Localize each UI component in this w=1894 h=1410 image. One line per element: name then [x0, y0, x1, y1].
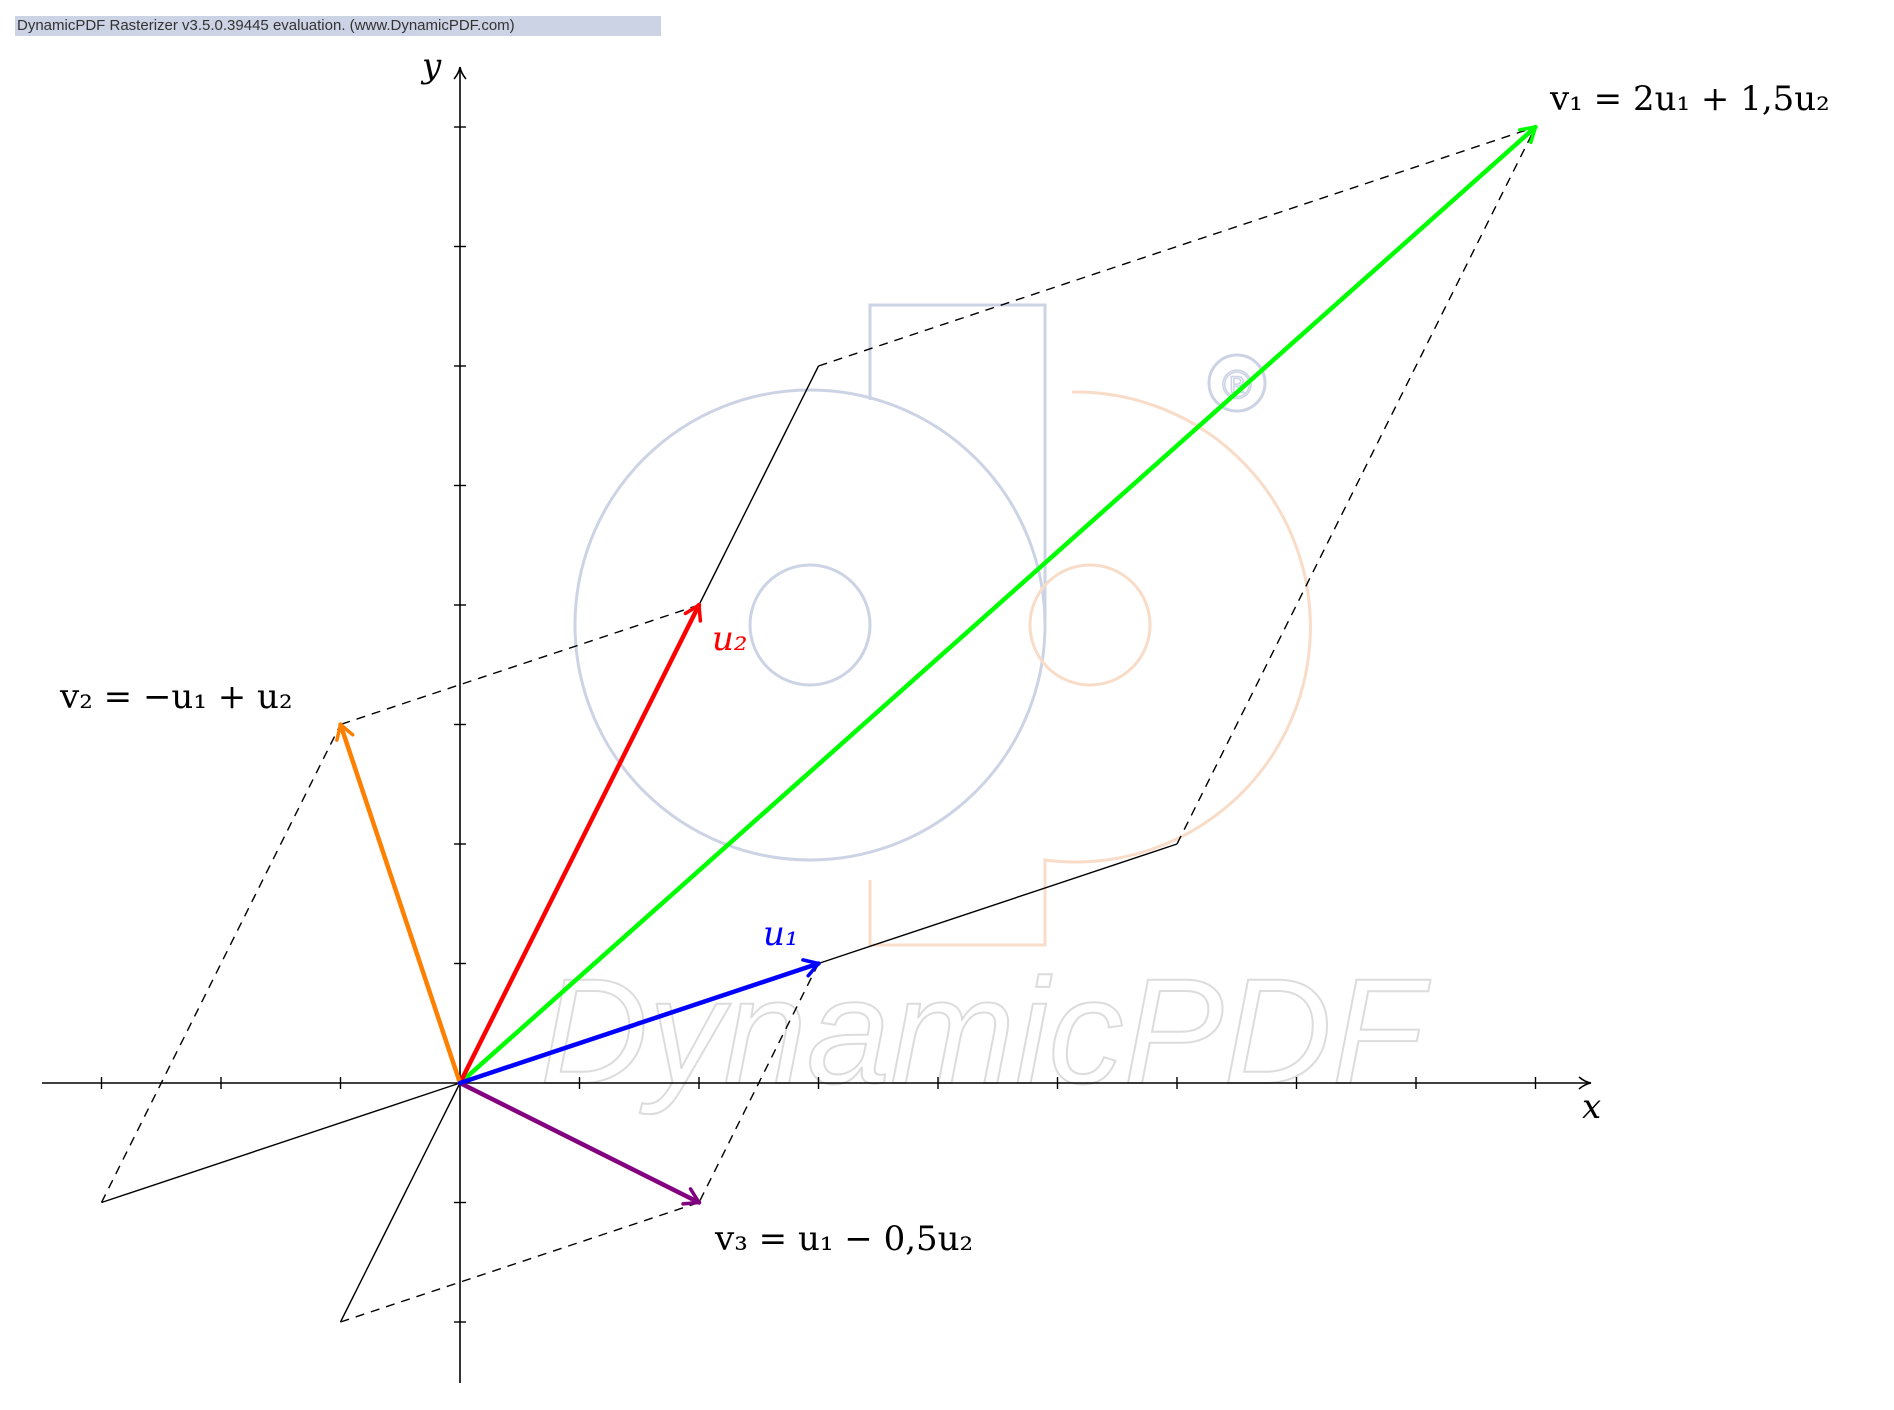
- axis-ticks: [100, 126, 1537, 1323]
- guide-minus-u1: [101, 1082, 461, 1204]
- vector-v1: [457, 124, 1538, 1086]
- watermark-p-hole-orange: [1028, 563, 1152, 687]
- vector-v3: [457, 1080, 702, 1205]
- guide-v2-left: [100, 724, 342, 1203]
- arrowhead-u1: [801, 958, 821, 978]
- vector-v2: [338, 722, 463, 1086]
- watermark-p-orange: [868, 390, 1312, 947]
- arrowhead-v2: [335, 722, 355, 742]
- guide-1.5u2: [698, 365, 820, 606]
- guide-lines: [100, 126, 1537, 1323]
- watermark-hole-blue: [748, 563, 872, 687]
- evaluation-banner: DynamicPDF Rasterizer v3.5.0.39445 evalu…: [15, 16, 661, 36]
- x-axis-label: x: [1582, 1087, 1601, 1127]
- guide-v2-top: [340, 604, 700, 726]
- label-v3: v₃ = u₁ − 0,5u₂: [714, 1219, 973, 1259]
- arrowhead-u2: [683, 603, 703, 623]
- guide-v3-bottom: [340, 1201, 700, 1323]
- arrowhead-v3: [681, 1187, 701, 1206]
- y-axis-label: y: [420, 46, 442, 86]
- guide-v1-right: [1176, 126, 1537, 845]
- label-v2: v₂ = −u₁ + u₂: [59, 677, 293, 717]
- vectors: [335, 124, 1538, 1206]
- watermark-stem-blue: [868, 303, 1047, 625]
- label-u1: u₁: [763, 914, 799, 954]
- label-u2: u₂: [712, 619, 748, 659]
- watermark-text: DynamicPDF: [540, 947, 1431, 1115]
- vector-u1: [457, 961, 821, 1086]
- guide-2u1: [818, 843, 1178, 965]
- guide-v3-right: [698, 963, 820, 1203]
- label-v1: v₁ = 2u₁ + 1,5u₂: [1549, 79, 1830, 119]
- watermark-registered-circle: [1207, 353, 1267, 413]
- arrowhead-v1: [1518, 125, 1538, 145]
- vector-u2: [457, 602, 702, 1086]
- vector-labels: u₁ u₂ v₁ = 2u₁ + 1,5u₂ v₂ = −u₁ + u₂ v₃ …: [59, 79, 1830, 1259]
- axes: x y: [42, 46, 1601, 1383]
- watermark-logo: ® DynamicPDF: [539, 303, 1432, 1116]
- guide-minus-half-u2: [339, 1082, 461, 1323]
- guide-v1-top: [818, 126, 1536, 367]
